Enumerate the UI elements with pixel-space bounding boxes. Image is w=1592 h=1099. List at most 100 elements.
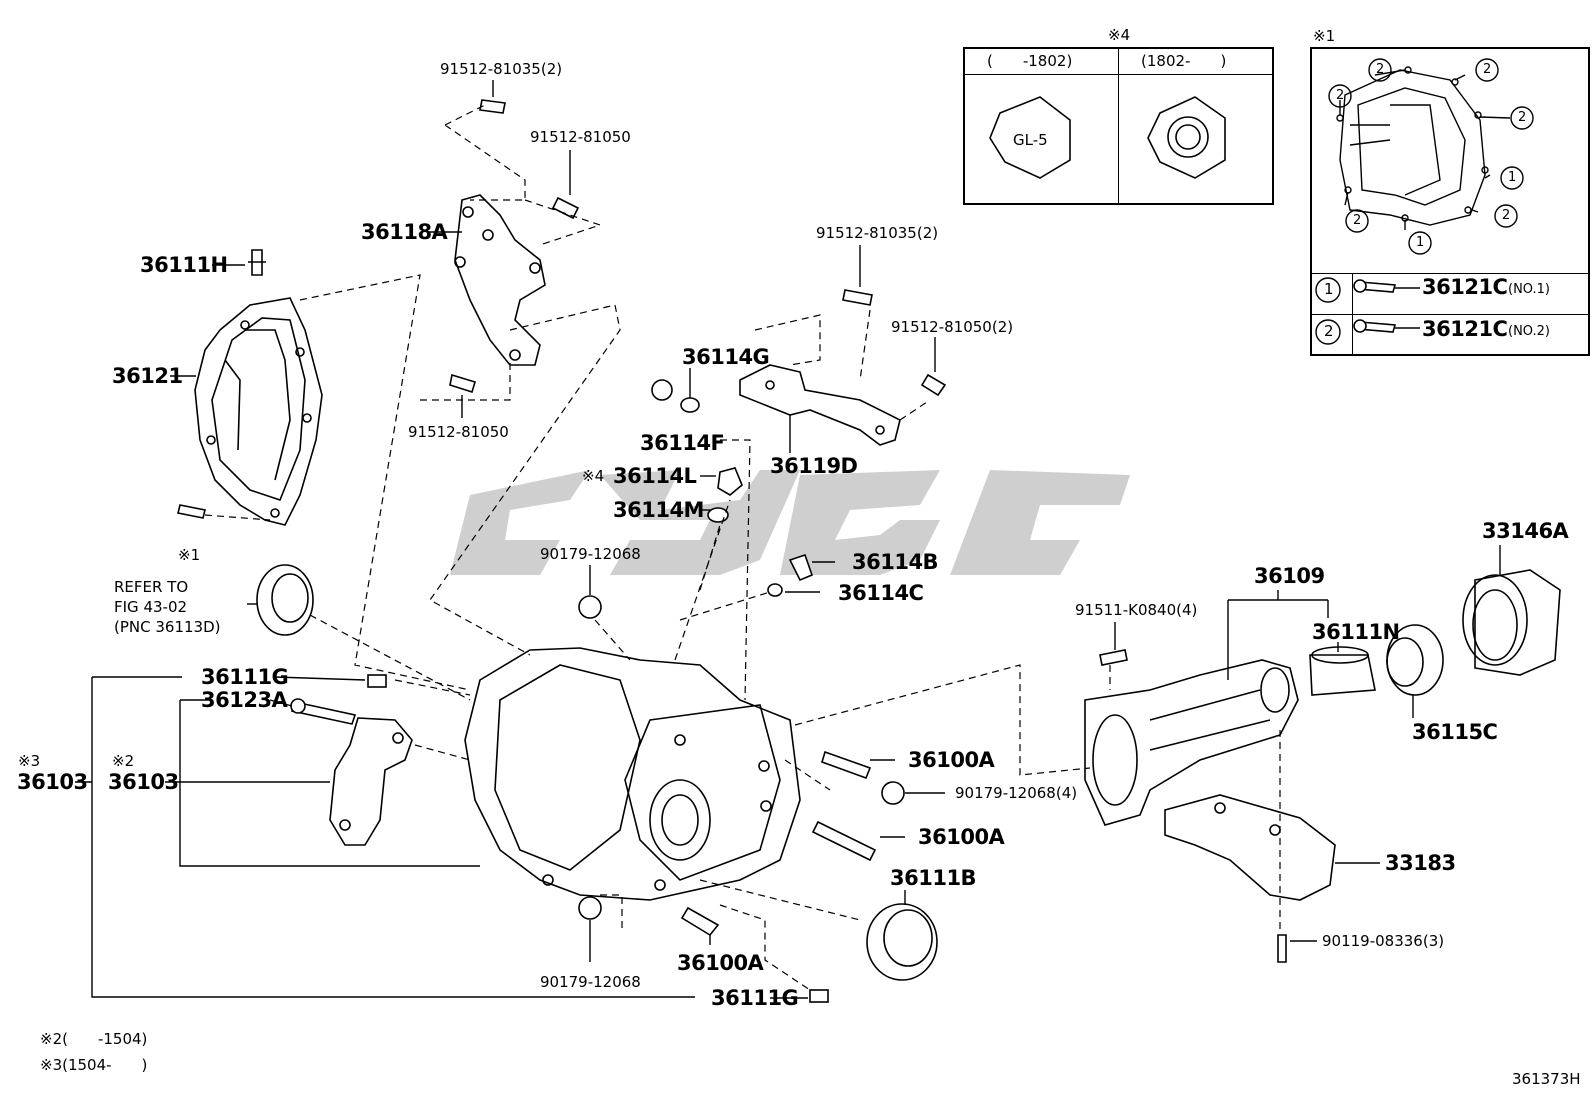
inset1-row1-spec: (NO.1) [1508,282,1550,297]
label-star2: ※2 [112,752,135,770]
label-36111G-bot: 36111G [711,986,799,1010]
gasket-36114C [767,583,783,597]
label-36114G: 36114G [682,345,770,369]
inset4-divider [1118,49,1119,203]
label-90179-12068-4: 90179-12068(4) [955,784,1078,802]
label-36115C: 36115C [1412,720,1498,744]
label-36103-a: 36103 [17,770,88,794]
leader-lines [75,80,1501,999]
rear-cover-36121 [194,297,323,526]
label-36109: 36109 [1254,564,1325,588]
label-33183: 33183 [1385,851,1456,875]
label-36111N: 36111N [1312,620,1400,644]
stud-36100A-2 [811,820,877,862]
inset4-plugs [989,96,1226,179]
oil-seal-36113D [256,564,314,636]
label-36100A-2: 36100A [918,825,1005,849]
label-36114C: 36114C [838,581,924,605]
label-36119D: 36119D [770,454,858,478]
bracket-36103 [329,717,413,846]
gasket-36114G [680,397,700,413]
dowel-pin-36111G-top [367,674,387,688]
label-36114L: 36114L [613,464,697,488]
label-star3: ※3 [18,752,41,770]
note-star2: ※2( -1504) [40,1030,148,1048]
bracket-36118A [454,194,546,366]
inset4-plug-label: GL-5 [1013,131,1048,149]
transfer-case-36103 [464,647,801,901]
bolt-91512-81035-right [842,289,873,306]
label-36111B: 36111B [890,866,977,890]
label-36121: 36121 [112,364,183,388]
label-91512-81035-right: 91512-81035(2) [816,224,939,242]
label-36118A: 36118A [361,220,448,244]
label-36114L-prefix: ※4 [582,467,605,485]
nut-90179-12068-top [578,595,602,619]
bolt-91512-81050-right [920,373,947,397]
label-33146A: 33146A [1482,519,1569,543]
bolt-91512-81050-mid [449,373,476,394]
inset1-callout-1: 2 [1376,62,1385,77]
label-91512-81050-mid: 91512-81050 [408,423,509,441]
inset1-callout-2: 2 [1483,62,1492,77]
label-91512-81050-top: 91512-81050 [530,128,631,146]
label-91512-81035-top: 91512-81035(2) [440,60,563,78]
label-refer-1: REFER TO [114,578,189,596]
oil-seal-36115C [1386,624,1444,696]
label-refer-3: (PNC 36113D) [114,618,221,636]
bolt-91512-81035-top [479,99,506,114]
label-36114B: 36114B [852,550,939,574]
label-36103-b: 36103 [108,770,179,794]
inset4-col2-header: (1802- ) [1141,52,1227,70]
label-36123A: 36123A [201,688,288,712]
bolt-91512-81050-top [551,196,580,220]
label-star1-left: ※1 [178,546,201,564]
inset4-table: ( -1802) (1802- ) GL-5 [963,47,1274,205]
label-36114F: 36114F [640,431,725,455]
dashed-guides [204,104,1281,991]
nut-90179-12068-bot [578,896,602,920]
inset1-row2-part: 36121C [1422,317,1508,341]
inset1-row1-part: 36121C [1422,275,1508,299]
inset1-row2-num: 2 [1324,322,1334,340]
label-36114M: 36114M [613,498,704,522]
dust-cover-33146A [1462,569,1561,676]
label-90179-12068-bot: 90179-12068 [540,973,641,991]
oil-seal-36111B [866,903,938,981]
extension-housing-36109 [1084,659,1299,826]
bolt-90119-08336 [1277,934,1287,963]
stud-36100A-1 [821,750,872,780]
inset1-mark: ※1 [1313,27,1336,45]
inset1-row1 [1312,273,1588,315]
label-91511-K0840: 91511-K0840(4) [1075,601,1198,619]
inset1-callout-4: 2 [1518,110,1527,125]
figure-code: 361373H [1512,1070,1581,1088]
plug-36114L [717,467,743,496]
inset1-bolts [1353,279,1397,333]
note-star3: ※3(1504- ) [40,1056,148,1074]
label-90119-08336: 90119-08336(3) [1322,932,1445,950]
label-36100A-1: 36100A [908,748,995,772]
inset4-mark: ※4 [1108,26,1131,44]
plug-36114B [788,553,814,582]
inset1-num-col [1352,273,1353,354]
inset1-callout-6: 2 [1502,208,1511,223]
breather-plug-36111H [248,249,266,276]
label-refer-2: FIG 43-02 [114,598,188,616]
bushing-36111N [1309,646,1376,696]
label-36100A-3: 36100A [677,951,764,975]
label-36111G-top: 36111G [201,665,289,689]
nut-90179-12068-4 [881,781,905,805]
label-91512-81050-right: 91512-81050(2) [891,318,1014,336]
inset1-cover [1336,66,1511,230]
label-36111H: 36111H [140,253,228,277]
bracket-36119D [739,364,901,446]
inset1-callout-7: 2 [1353,213,1362,228]
inset1-row1-num: 1 [1324,280,1334,298]
dowel-pin-36111G-bot [809,989,829,1003]
inset1-callout-3: 2 [1336,88,1345,103]
stud-36100A-3 [680,906,720,937]
inset4-col1-header: ( -1802) [987,52,1073,70]
inset1-callout-5: 1 [1508,170,1517,185]
